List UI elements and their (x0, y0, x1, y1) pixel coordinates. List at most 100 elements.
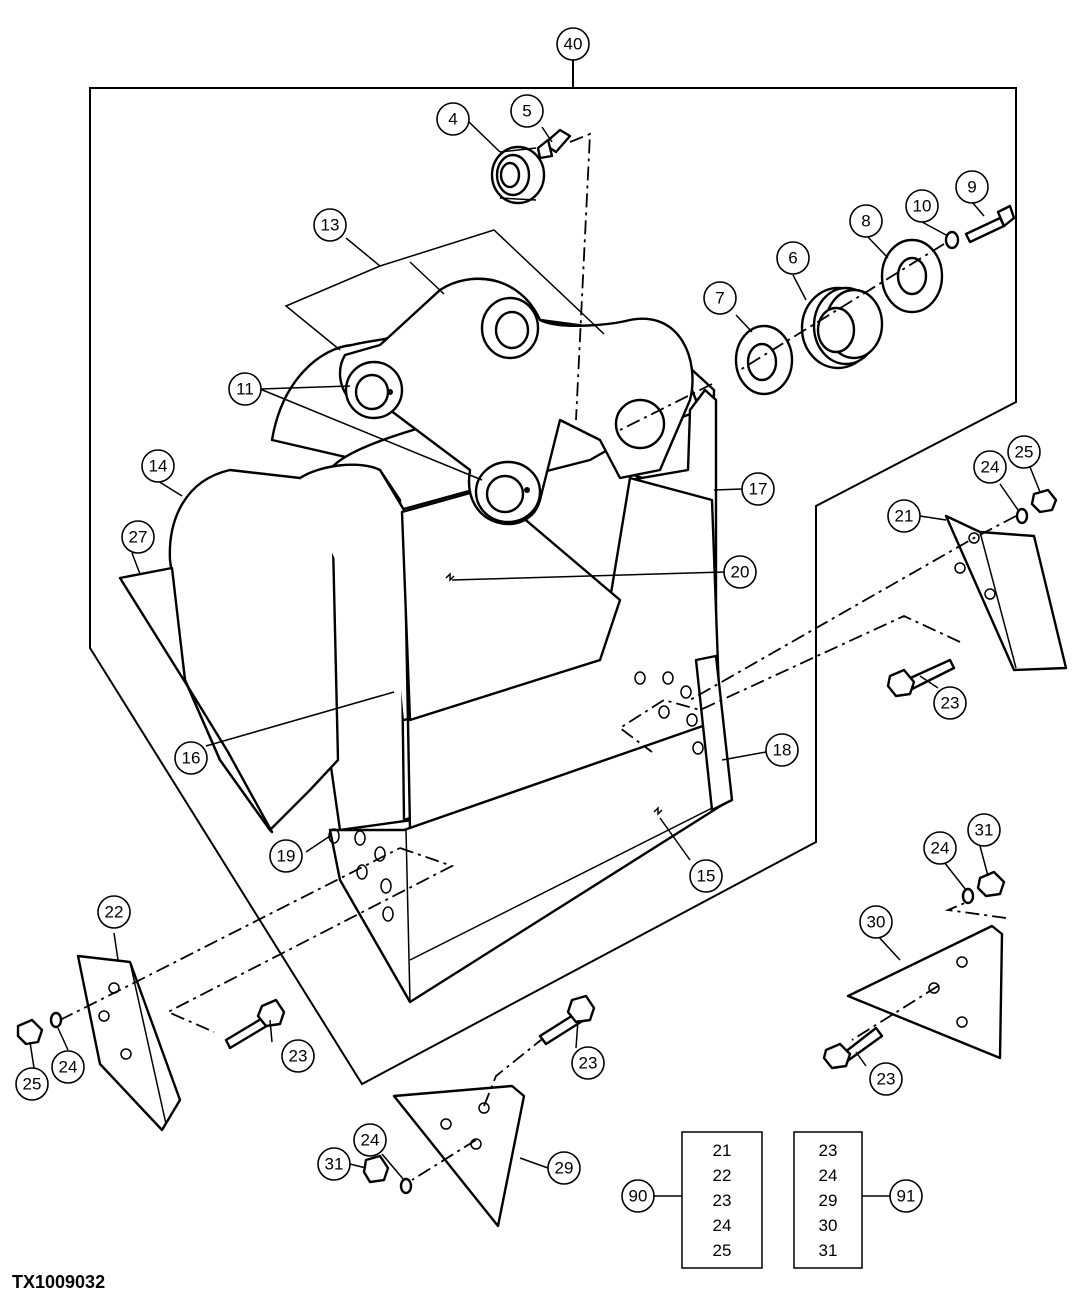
callout-label-11: 11 (236, 380, 254, 399)
callout-18 (765, 733, 799, 767)
kit-90-part-2: 22 (713, 1166, 732, 1185)
part-24-lockwasher-left (49, 1011, 63, 1029)
part-6-bushing (800, 286, 884, 370)
callout-label-23b: 23 (877, 1070, 896, 1089)
callout-25a (1007, 435, 1041, 469)
callout-24a (973, 450, 1007, 484)
part-4-plug (490, 145, 546, 205)
callout-29 (547, 1151, 581, 1185)
callout-label-23d: 23 (579, 1054, 598, 1073)
callout-7 (703, 281, 737, 315)
kit-91-part-3: 29 (819, 1191, 838, 1210)
callouts (15, 27, 1041, 1213)
part-31-nut-bottom (362, 1154, 390, 1184)
callout-9 (955, 170, 989, 204)
part-23-bolt-bottom (538, 994, 596, 1046)
kit-box-90: 21 22 23 24 25 (681, 1131, 763, 1269)
part-23-bolt-right (886, 658, 956, 698)
callout-31a (967, 813, 1001, 847)
callout-10 (905, 189, 939, 223)
callout-label-7: 7 (715, 289, 724, 308)
part-24-lockwasher-right (1015, 507, 1029, 525)
callout-20 (723, 555, 757, 589)
part-31-nut-right (976, 870, 1006, 898)
callout-30 (859, 905, 893, 939)
callout-label-25b: 25 (23, 1075, 42, 1094)
callout-24b (923, 831, 957, 865)
callout-label-23a: 23 (941, 694, 960, 713)
callout-23d (571, 1046, 605, 1080)
mounting-bosses (338, 277, 694, 526)
part-24-lockwasher-bottom (399, 1177, 413, 1195)
part-21-side-cutter (944, 514, 1068, 672)
callout-label-27: 27 (129, 528, 148, 547)
leader-lines (29, 121, 1041, 1197)
callout-label-91: 91 (897, 1187, 916, 1206)
part-23-bolt-right-low (822, 1026, 884, 1070)
callout-16 (174, 741, 208, 775)
callout-label-9: 9 (967, 178, 976, 197)
callout-label-29: 29 (555, 1159, 574, 1178)
callout-23c (281, 1039, 315, 1073)
part-23-bolt-left (224, 998, 286, 1050)
callout-90 (621, 1179, 655, 1213)
kit-91-part-2: 24 (819, 1166, 838, 1185)
callout-label-24b: 24 (931, 839, 950, 858)
callout-labels: 40 4 5 13 8 10 9 6 7 11 14 27 17 24 25 2… (23, 35, 1034, 1206)
callout-label-31a: 31 (975, 821, 994, 840)
callout-13 (313, 208, 347, 242)
part-22-side-cutter (76, 954, 182, 1132)
callout-label-21: 21 (895, 507, 914, 526)
callout-label-4: 4 (448, 110, 457, 129)
callout-11 (228, 372, 262, 406)
part-10-washer (944, 230, 960, 250)
figure-id: TX1009032 (12, 1272, 105, 1292)
callout-label-5: 5 (522, 102, 531, 121)
callout-24c (51, 1050, 85, 1084)
callout-15 (689, 859, 723, 893)
part-5-fitting (536, 128, 572, 160)
callout-21 (887, 499, 921, 533)
callout-label-22: 22 (105, 903, 124, 922)
callout-label-15: 15 (697, 867, 716, 886)
callout-label-25a: 25 (1015, 443, 1034, 462)
kit-91-part-4: 30 (819, 1216, 838, 1235)
kit-91-part-1: 23 (819, 1141, 838, 1160)
part-25-nut-left (16, 1018, 44, 1046)
part-30-wear-plate (846, 924, 1004, 1060)
callout-label-8: 8 (861, 212, 870, 231)
callout-label-90: 90 (629, 1187, 648, 1206)
callout-8 (849, 204, 883, 238)
callout-91 (889, 1179, 923, 1213)
kit-box-91: 23 24 29 30 31 (793, 1131, 863, 1269)
kit-90-part-5: 25 (713, 1241, 732, 1260)
callout-label-24c: 24 (59, 1058, 78, 1077)
part-29-wear-plate (392, 1084, 526, 1228)
callout-label-24d: 24 (361, 1131, 380, 1150)
callout-4 (436, 102, 470, 136)
assembly-boundary (89, 87, 1017, 1086)
callout-6 (776, 241, 810, 275)
callout-label-30: 30 (867, 913, 886, 932)
callout-23a (933, 686, 967, 720)
callout-label-18: 18 (773, 741, 792, 760)
callout-label-31b: 31 (325, 1155, 344, 1174)
callout-label-19: 19 (277, 847, 296, 866)
callout-27 (121, 520, 155, 554)
part-24-lockwasher-right-low (961, 887, 975, 905)
callout-14 (141, 449, 175, 483)
callout-40 (556, 27, 590, 61)
part-7-shim (734, 324, 794, 396)
callout-5 (510, 94, 544, 128)
callout-label-14: 14 (149, 457, 168, 476)
callout-label-10: 10 (913, 197, 932, 216)
part-25-nut-right (1030, 488, 1058, 514)
callout-label-17: 17 (749, 480, 768, 499)
callout-label-40: 40 (564, 35, 583, 54)
callout-label-6: 6 (788, 249, 797, 268)
callout-17 (741, 472, 775, 506)
callout-23b (869, 1062, 903, 1096)
kit-90-part-3: 23 (713, 1191, 732, 1210)
part-8-plate (880, 238, 944, 314)
